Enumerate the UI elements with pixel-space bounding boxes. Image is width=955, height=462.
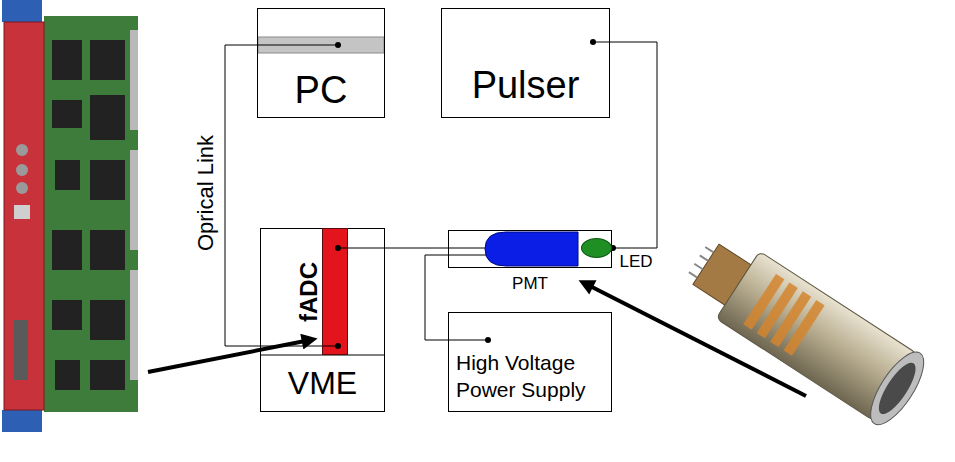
fadc-board-picture (2, 0, 138, 432)
chip (55, 360, 80, 390)
board-handle (2, 410, 42, 432)
pointer-arrow (590, 286, 806, 396)
node-label: Pulser (472, 64, 580, 108)
chip (90, 160, 125, 200)
node-label: PC (295, 69, 348, 113)
adc-card: fADC (322, 228, 348, 355)
pmt-symbol (485, 232, 578, 266)
signal-wire (348, 248, 448, 249)
node-label: High Voltage Power Supply (456, 349, 605, 403)
node-heading: LED (619, 252, 652, 272)
connector (14, 320, 28, 380)
computer-box: PC (257, 8, 385, 118)
pmt-pin (700, 255, 708, 260)
terminal-dot (485, 337, 491, 343)
connector (16, 164, 28, 176)
optical-card-bar (258, 37, 384, 53)
led-symbol: LED (581, 238, 612, 258)
signal-wire (610, 42, 657, 248)
pmt-window (872, 358, 921, 419)
chip (90, 95, 125, 140)
pmt-pin (705, 247, 713, 252)
pmt-picture (675, 224, 934, 433)
terminal-dot (335, 343, 341, 349)
pmt-pin (689, 272, 697, 277)
signal-wire (425, 255, 448, 340)
chip (90, 230, 125, 270)
pmt-box: PMTLED (448, 230, 612, 268)
board-handle (2, 0, 42, 22)
pmt-window (861, 344, 934, 432)
chip (90, 40, 125, 80)
backplane-connector (130, 30, 138, 130)
backplane-connector (130, 270, 138, 380)
power-supply-box: High Voltage Power Supply (448, 312, 612, 412)
chip (52, 40, 82, 80)
circuit-board (44, 16, 138, 412)
node-heading: PMT (512, 274, 548, 294)
backplane-connector (130, 150, 138, 250)
chip (90, 360, 125, 390)
pmt-pin (694, 264, 702, 269)
crate-box: VME fADC (260, 228, 385, 412)
terminal-dot (590, 39, 596, 45)
connector (16, 144, 28, 156)
connector (14, 205, 30, 219)
wire (448, 255, 487, 256)
chip (52, 100, 82, 128)
node-heading: fADC (295, 262, 323, 322)
chip (52, 230, 82, 270)
pulser-box: Pulser (441, 8, 610, 118)
chip (52, 300, 82, 330)
terminal-dot (335, 42, 341, 48)
front-panel (4, 22, 44, 410)
chip (55, 160, 80, 190)
link-label: Oprical Link (193, 132, 218, 252)
fadc-card (322, 228, 348, 355)
node-label: VME (288, 365, 357, 402)
wire (448, 248, 487, 249)
wire (448, 340, 488, 341)
connector (16, 182, 28, 194)
wire (257, 45, 338, 46)
chip (90, 300, 125, 340)
dynode (784, 300, 825, 356)
terminal-dot (335, 245, 341, 251)
